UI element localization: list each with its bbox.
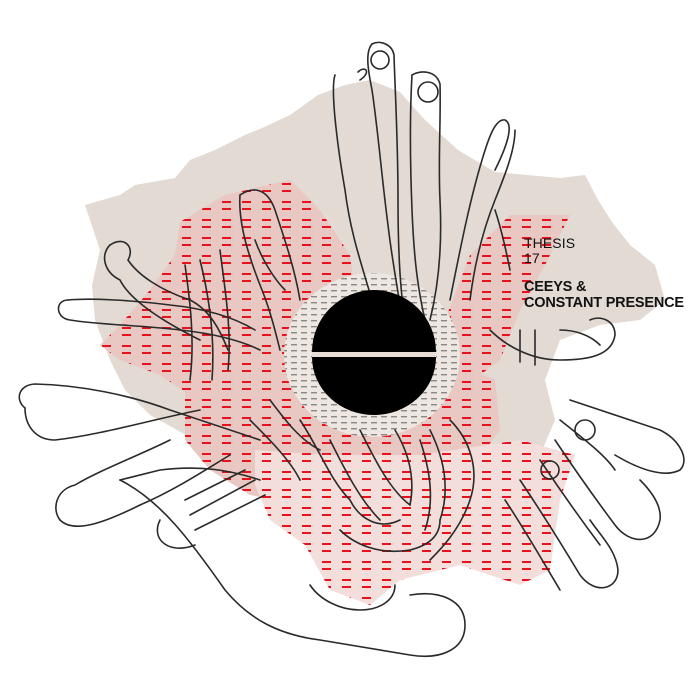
artist-line-1: CEEYS & [524, 279, 587, 295]
catalog-number: 17 [524, 250, 540, 266]
label-name: THESIS [524, 235, 576, 251]
cover-text-block: THESIS 17 CEEYS & CONSTANT PRESENCE [524, 235, 684, 312]
hand-outlines [18, 41, 685, 657]
split-disc [312, 290, 436, 415]
artist-line-2: CONSTANT PRESENCE [524, 295, 684, 311]
